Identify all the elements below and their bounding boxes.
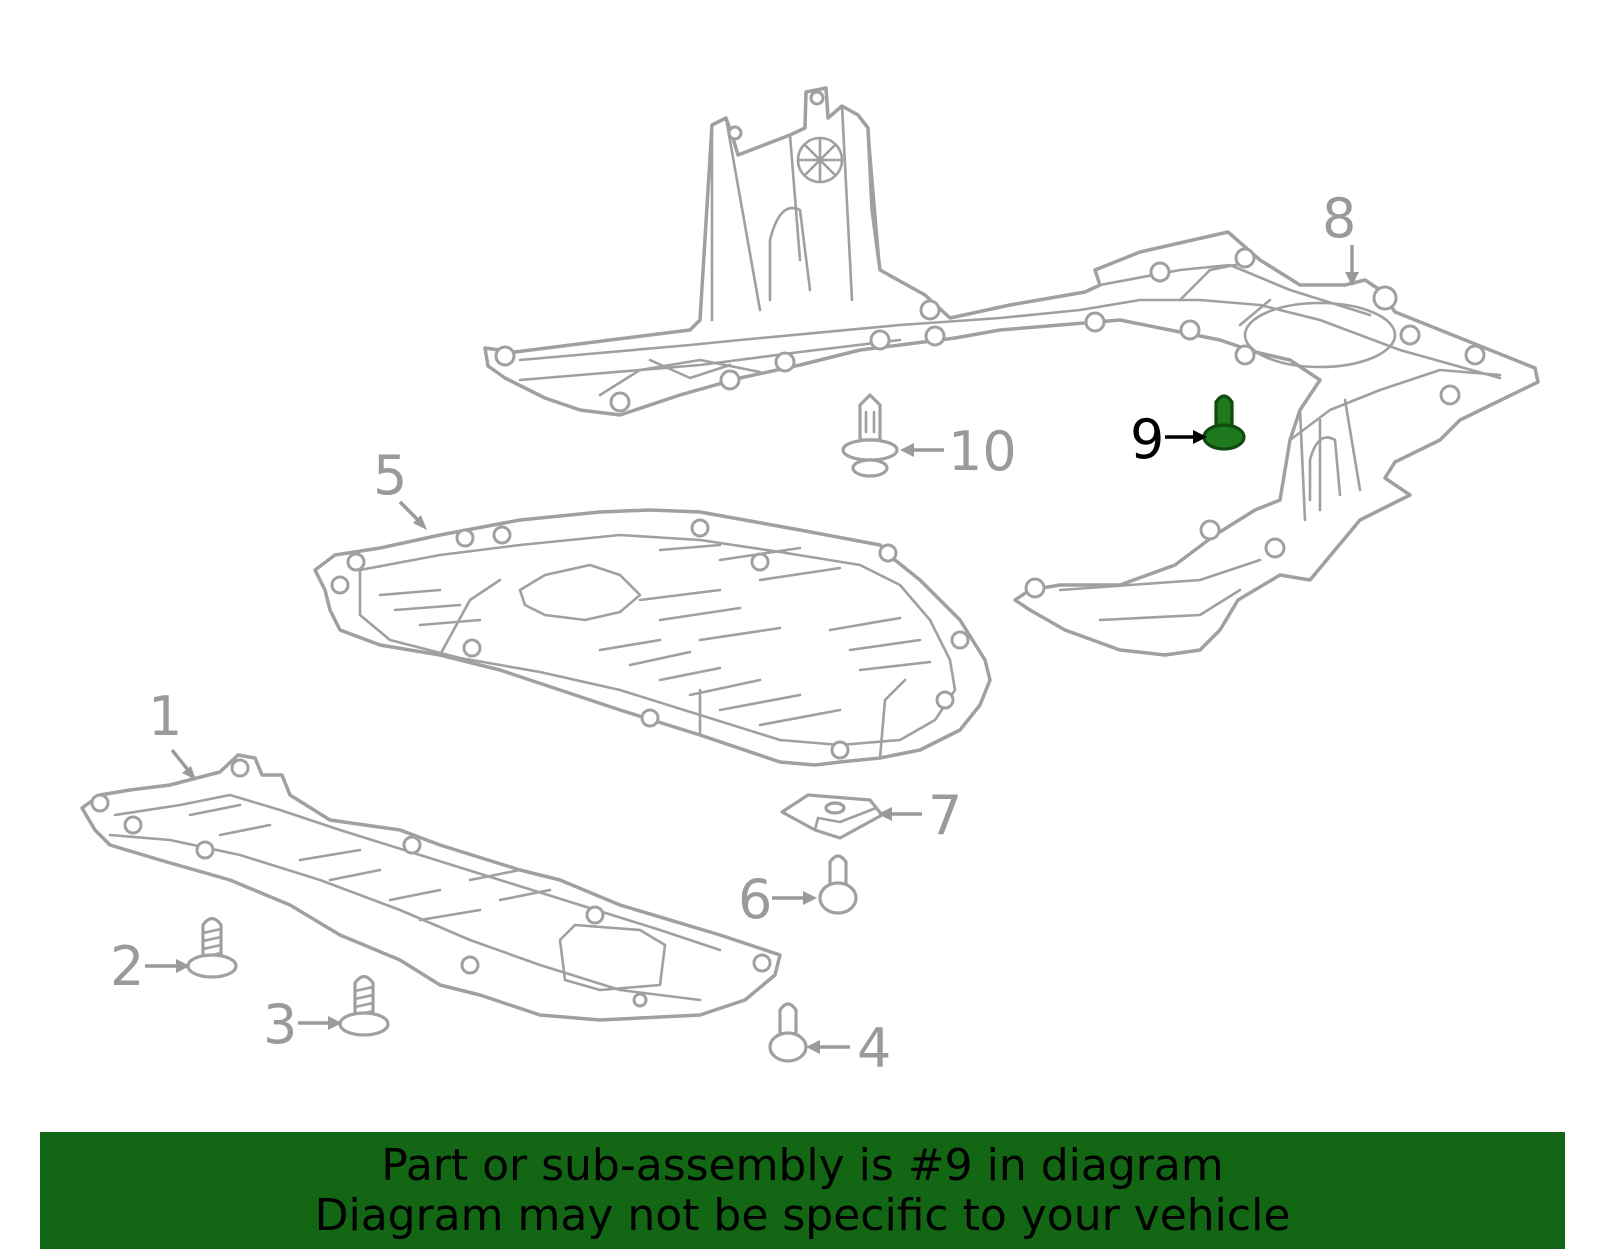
callout-7: 7 [878,784,962,847]
callout-8-label: 8 [1322,187,1356,250]
part-9-bolt [1202,394,1246,451]
part-8-subframe [483,86,1540,657]
callout-7-label: 7 [928,784,962,847]
callout-5: 5 [373,444,427,530]
part-5-engine-under-cover [313,508,992,767]
part-6-clip [818,854,858,915]
callout-6: 6 [738,868,817,931]
callout-2-label: 2 [110,935,144,998]
callout-1-label: 1 [148,685,182,748]
part-2-screw [186,916,238,979]
banner-line-disclaimer: Diagram may not be specific to your vehi… [314,1189,1291,1241]
info-banner: Part or sub-assembly is #9 in diagram Di… [40,1132,1565,1249]
banner-line-part-number: Part or sub-assembly is #9 in diagram [381,1139,1224,1191]
callout-10: 10 [900,420,1017,483]
part-7-nut-clip [780,793,884,840]
callout-3: 3 [263,993,342,1056]
part-1-front-under-cover [80,753,782,1022]
callout-1: 1 [148,685,196,780]
callout-9: 9 [1130,408,1207,471]
callout-8: 8 [1322,187,1359,286]
callout-4: 4 [806,1017,891,1080]
parts-diagram: 1 2 3 4 5 6 7 8 [80,86,1540,1080]
part-10-clip [841,393,899,478]
callout-9-label: 9 [1130,408,1164,471]
callout-10-label: 10 [948,420,1017,483]
callout-2: 2 [110,935,190,998]
callout-4-label: 4 [857,1017,891,1080]
part-3-screw [338,974,390,1037]
callout-3-label: 3 [263,993,297,1056]
part-4-clip [768,1002,808,1063]
callout-5-label: 5 [373,444,407,507]
callout-6-label: 6 [738,868,772,931]
